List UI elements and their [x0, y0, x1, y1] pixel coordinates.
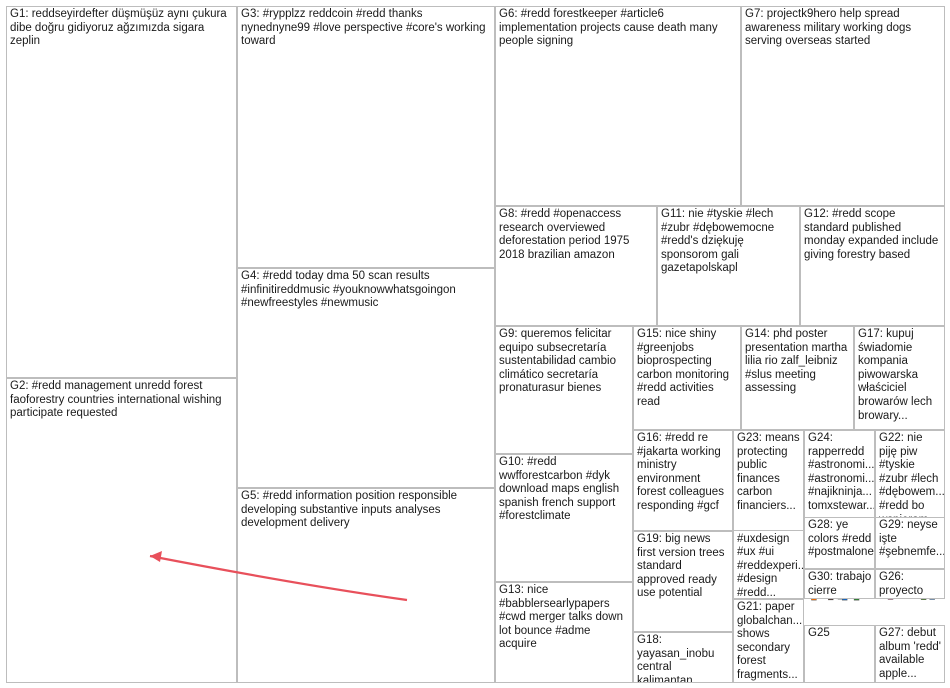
group-panel-g28: G28: ye colors #redd #postmalone: [804, 517, 875, 569]
group-panel-g6: G6: #redd forestkeeper #article6 impleme…: [495, 6, 741, 206]
group-panel-g27: G27: debut album 'redd' available apple.…: [875, 625, 945, 683]
group-label: G14: phd poster presentation martha lili…: [745, 328, 848, 395]
group-panel-g14: G14: phd poster presentation martha lili…: [741, 326, 854, 430]
group-panel-g17: G17: kupuj świadomie kompania piwowarska…: [854, 326, 945, 430]
group-panel-g8: G8: #redd #openaccess research overviewe…: [495, 206, 657, 326]
group-label: G24: rapperredd #astronomi... #astronomi…: [808, 432, 875, 512]
group-label: G12: #redd scope standard published mond…: [804, 208, 939, 261]
group-label: G25: [808, 627, 830, 639]
group-panel-g7: G7: projectk9hero help spread awareness …: [741, 6, 945, 206]
group-panel-g21: G21: paper globalchan... shows secondary…: [733, 599, 804, 683]
group-label: G27: debut album 'redd' available apple.…: [879, 627, 941, 680]
group-label: G28: ye colors #redd #postmalone: [808, 519, 874, 559]
group-label: G16: #redd re #jakarta working ministry …: [637, 432, 724, 512]
group-panel-g1: G1: reddseyirdefter düşmüşüz aynı çukura…: [6, 6, 237, 378]
group-label: G13: nice #babblersearlypapers #cwd merg…: [499, 584, 623, 651]
group-panel-g24: G24: rapperredd #astronomi... #astronomi…: [804, 430, 875, 531]
group-label: G1: reddseyirdefter düşmüşüz aynı çukura…: [10, 8, 227, 48]
group-label: G2: #redd management unredd forest faofo…: [10, 380, 222, 420]
group-panel-g23: G23: means protecting public finances ca…: [733, 430, 804, 531]
group-panel-g22: G22: nie piję piw #tyskie #zubr #lech #d…: [875, 430, 945, 531]
group-panel-g26: G26: proyecto llevó cabo misión...: [875, 569, 945, 599]
group-label: G11: nie #tyskie #lech #zubr #dębowemocn…: [661, 208, 775, 275]
group-panel-g13: G13: nice #babblersearlypapers #cwd merg…: [495, 582, 633, 683]
group-panel-g10: G10: #redd wwfforestcarbon #dyk download…: [495, 454, 633, 582]
group-panel-g5: G5: #redd information position responsib…: [237, 488, 495, 683]
group-panel-g29: G29: neyse işte #şebnemfe...: [875, 517, 945, 569]
group-label: G22: nie piję piw #tyskie #zubr #lech #d…: [879, 432, 945, 526]
group-label: G6: #redd forestkeeper #article6 impleme…: [499, 8, 718, 48]
group-panel-g16: G16: #redd re #jakarta working ministry …: [633, 430, 733, 531]
group-label: G19: big news first version trees standa…: [637, 533, 725, 600]
group-panel-g3: G3: #rypplzz reddcoin #redd thanks nyned…: [237, 6, 495, 268]
group-label: G3: #rypplzz reddcoin #redd thanks nyned…: [241, 8, 486, 48]
group-panel-g4: G4: #redd today dma 50 scan results #inf…: [237, 268, 495, 488]
group-label: G4: #redd today dma 50 scan results #inf…: [241, 270, 456, 310]
group-label: G8: #redd #openaccess research overviewe…: [499, 208, 630, 261]
group-panel-g12: G12: #redd scope standard published mond…: [800, 206, 945, 326]
group-label: G7: projectk9hero help spread awareness …: [745, 8, 912, 48]
group-panel-g30: G30: trabajo cierre segundo periodo...: [804, 569, 875, 599]
group-label: G29: neyse işte #şebnemfe...: [879, 519, 945, 559]
group-label: G21: paper globalchan... shows secondary…: [737, 601, 803, 681]
group-panel-g2: G2: #redd management unredd forest faofo…: [6, 378, 237, 683]
group-label: G30: trabajo cierre segundo periodo...: [808, 571, 872, 597]
group-panel-g15: G15: nice shiny #greenjobs bioprospectin…: [633, 326, 741, 430]
group-panel-g9: G9: queremos felicitar equipo subsecreta…: [495, 326, 633, 454]
group-panel-g18: G18: yayasan_inobu central kalimantan pr…: [633, 632, 733, 683]
group-label: G15: nice shiny #greenjobs bioprospectin…: [637, 328, 730, 408]
group-label: G9: queremos felicitar equipo subsecreta…: [499, 328, 616, 395]
group-label: G23: means protecting public finances ca…: [737, 432, 800, 512]
group-label: G5: #redd information position responsib…: [241, 490, 458, 530]
group-label: G10: #redd wwfforestcarbon #dyk download…: [499, 456, 620, 523]
group-label: G17: kupuj świadomie kompania piwowarska…: [858, 328, 933, 422]
group-panel-g19: G19: big news first version trees standa…: [633, 531, 733, 632]
group-label: G26: proyecto llevó cabo misión...: [879, 571, 924, 597]
group-panel-g11: G11: nie #tyskie #lech #zubr #dębowemocn…: [657, 206, 800, 326]
group-label: G20: #uxdesign #ux #ui #reddexperi... #d…: [737, 519, 804, 599]
group-panel-g25: G25: [804, 625, 875, 683]
group-label: G18: yayasan_inobu central kalimantan pr…: [637, 634, 715, 683]
